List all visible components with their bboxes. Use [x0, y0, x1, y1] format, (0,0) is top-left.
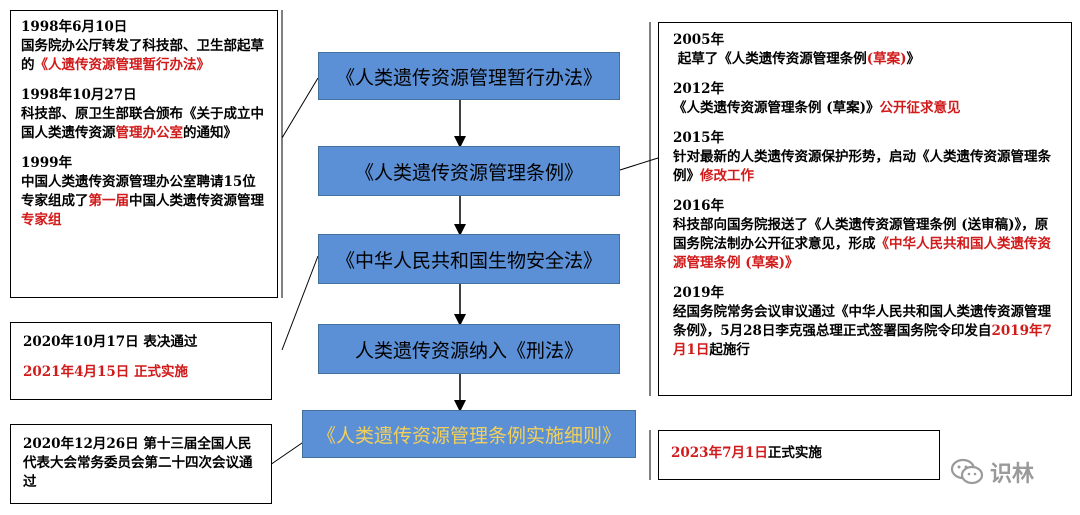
left-history-box: 1998年6月10日 国务院办公厅转发了科技部、卫生部起草的《人遗传资源管理暂行…: [10, 10, 278, 298]
event-2015-text: 针对最新的人类遗传资源保护形势，启动《人类遗传资源管理条例》修改工作: [673, 149, 1051, 184]
implementation-rules-box: 2023年7月1日正式实施: [658, 430, 940, 480]
node-implementation-rules: 《人类遗传资源管理条例实施细则》: [302, 410, 636, 458]
biosafety-law-box: 2020年10月17日 表决通过 2021年4月15日 正式实施: [10, 322, 272, 400]
regulations-history-box: 2005年 起草了《人类遗传资源管理条例(草案)》 2012年 《人类遗传资源管…: [658, 22, 1072, 396]
watermark: 识林: [950, 452, 1060, 492]
event-2016-year: 2016年: [673, 198, 725, 214]
node-biosafety-law: 《中华人民共和国生物安全法》: [318, 234, 620, 284]
event-2012-year: 2012年: [673, 81, 725, 97]
event-2016-text: 科技部向国务院报送了《人类遗传资源管理条例 (送审稿)》，原国务院法制办公开征求…: [673, 217, 1051, 271]
connector-right1: [619, 157, 659, 171]
event-2012-text: 《人类遗传资源管理条例 (草案)》公开征求意见: [673, 100, 961, 116]
criminal-law-text: 2020年12月26日 第十三届全国人民代表大会常务委员会第二十四次会议通过: [23, 436, 253, 490]
event-1998-10-date: 1998年10月27日: [21, 87, 137, 103]
node-interim-measures: 《人类遗传资源管理暂行办法》: [318, 52, 620, 100]
implementation-date: 2023年7月1日正式实施: [671, 445, 822, 461]
event-2019-text: 经国务院常务会议审议通过《中华人民共和国人类遗传资源管理条例》，5月28日李克强…: [673, 304, 1052, 358]
event-1998-06-text: 国务院办公厅转发了科技部、卫生部起草的《人遗传资源管理暂行办法》: [21, 38, 264, 73]
event-1999-date: 1999年: [21, 155, 73, 171]
event-1998-06-date: 1998年6月10日: [21, 19, 128, 35]
wechat-icon: [950, 458, 984, 485]
biosafety-passed: 2020年10月17日 表决通过: [23, 334, 198, 350]
event-2015-year: 2015年: [673, 130, 725, 146]
event-2019-year: 2019年: [673, 285, 725, 301]
event-2005-year: 2005年: [673, 32, 725, 48]
criminal-law-box: 2020年12月26日 第十三届全国人民代表大会常务委员会第二十四次会议通过: [10, 424, 272, 504]
node-regulations: 《人类遗传资源管理条例》: [318, 146, 620, 196]
node-criminal-law: 人类遗传资源纳入《刑法》: [318, 324, 620, 374]
event-1999-text: 中国人类遗传资源管理办公室聘请15位专家组成了第一届中国人类遗传资源管理专家组: [21, 174, 264, 228]
watermark-text: 识林: [990, 462, 1035, 487]
connector-left2: [281, 255, 319, 351]
event-2005-text: 起草了《人类遗传资源管理条例(草案)》: [677, 51, 920, 67]
biosafety-effective: 2021年4月15日 正式实施: [23, 364, 188, 380]
connector-left1: [281, 77, 319, 139]
event-1998-10-text: 科技部、原卫生部联合颁布《关于成立中国人类遗传资源管理办公室的通知》: [21, 106, 264, 141]
